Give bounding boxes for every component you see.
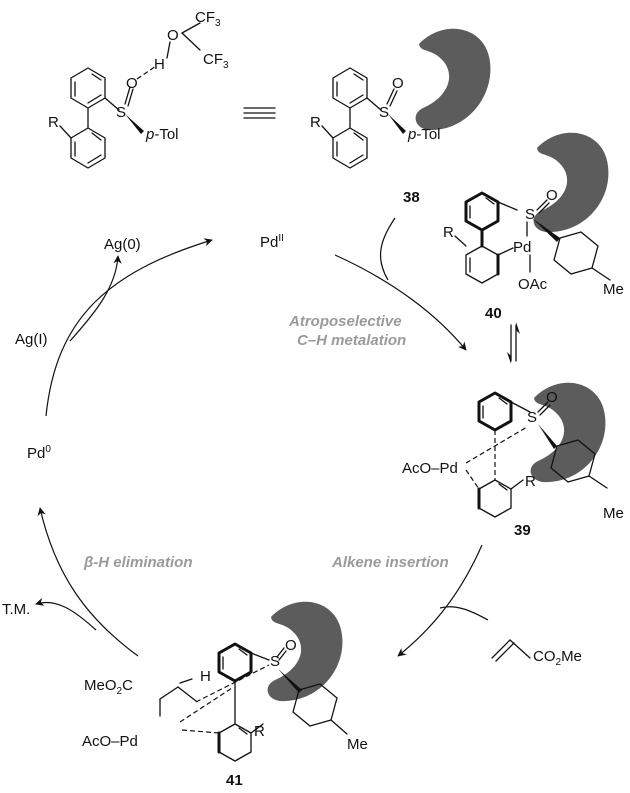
sulfur-40: S bbox=[525, 206, 535, 223]
arrow-38-entry bbox=[380, 217, 396, 281]
cf3-label-top: CF3 bbox=[195, 9, 221, 29]
compound-41: S O MeO2C H AcO–Pd R Me 41 bbox=[82, 601, 368, 789]
compound-40: S O Pd OAc R Me 40 bbox=[443, 132, 624, 322]
r-group-label-41: R bbox=[254, 723, 265, 740]
p-tolyl-label-38: p-Tol bbox=[407, 126, 441, 143]
arrow-acrylate-entry bbox=[439, 606, 489, 621]
step-label-insertion: Alkene insertion bbox=[331, 554, 449, 571]
step-label-elimination: β-H elimination bbox=[83, 554, 192, 571]
p-tolyl-label-a: p-Tol bbox=[145, 126, 179, 143]
acetoxy-palladium-39: AcO–Pd bbox=[402, 460, 458, 477]
chiral-crescent-41 bbox=[267, 601, 343, 702]
hfip-sulfoxide-complex: CF3 CF3 O H O S p-Tol R bbox=[48, 9, 229, 169]
stereo-wedge-38 bbox=[388, 114, 406, 134]
biaryl-ring-upper-41 bbox=[217, 642, 253, 683]
arrow-metalation bbox=[334, 254, 467, 351]
target-molecule-label: T.M. bbox=[2, 601, 30, 618]
biaryl-ring-upper-39 bbox=[477, 391, 513, 432]
sulfur-39: S bbox=[527, 409, 537, 426]
r-group-label-39: R bbox=[525, 473, 536, 490]
sulfur-41: S bbox=[270, 653, 280, 670]
acetate-40: OAc bbox=[518, 276, 548, 293]
methyl-label-41: Me bbox=[347, 736, 368, 753]
stereo-wedge-39 bbox=[538, 424, 557, 449]
cycle-arrows bbox=[35, 217, 489, 657]
biaryl-ring-lower-38 bbox=[332, 127, 368, 169]
hydrogen-label-41: H bbox=[200, 668, 211, 685]
acrylate-ester-label: CO2Me bbox=[533, 648, 582, 668]
step-label-metalation-1: Atroposelective bbox=[288, 313, 402, 330]
biaryl-ring-lower-40 bbox=[465, 245, 499, 284]
arrow-reoxidation bbox=[45, 238, 213, 417]
chiral-crescent-39 bbox=[530, 382, 606, 483]
arrow-insertion bbox=[397, 544, 483, 657]
chiral-crescent-38 bbox=[415, 28, 491, 131]
acetoxy-palladium-41: AcO–Pd bbox=[82, 733, 138, 750]
methyl-label-40: Me bbox=[603, 281, 624, 298]
chiral-crescent-40 bbox=[533, 132, 609, 233]
oxygen-40: O bbox=[546, 187, 558, 204]
arrow-silver bbox=[69, 255, 122, 342]
r-group-label-38: R bbox=[310, 114, 321, 131]
compound-number-38: 38 bbox=[403, 189, 420, 206]
tolyl-ring-40 bbox=[553, 231, 599, 275]
r-group-label-40: R bbox=[443, 224, 454, 241]
biaryl-ring-lower-41 bbox=[218, 723, 252, 762]
biaryl-ring-upper-40 bbox=[464, 191, 500, 232]
sulfoxide-oxygen-38: O bbox=[392, 75, 404, 92]
sulfur-38: S bbox=[379, 104, 389, 121]
biaryl-ring-upper-38 bbox=[332, 67, 368, 109]
arrow-tm-exit bbox=[35, 597, 97, 631]
silver-zero-label: Ag(0) bbox=[104, 236, 141, 253]
compound-38: O S p-Tol R 38 bbox=[310, 28, 491, 206]
oxygen-41: O bbox=[285, 637, 297, 654]
biaryl-ring-lower-a bbox=[70, 127, 106, 169]
step-label-metalation-2: C–H metalation bbox=[297, 332, 406, 349]
stereo-wedge-40 bbox=[532, 218, 560, 242]
sulfoxide-oxygen-label: O bbox=[126, 75, 138, 92]
compound-number-40: 40 bbox=[485, 305, 502, 322]
alcohol-oxygen-label: O bbox=[167, 27, 179, 44]
oxygen-39: O bbox=[546, 389, 558, 406]
arrow-elimination bbox=[37, 507, 139, 657]
stereo-wedge-a bbox=[125, 114, 144, 134]
r-group-label-a: R bbox=[48, 114, 59, 131]
sulfur-label: S bbox=[116, 104, 126, 121]
equivalence-sign bbox=[243, 107, 276, 119]
compound-number-41: 41 bbox=[226, 772, 243, 789]
cf3-label-bottom: CF3 bbox=[203, 51, 229, 71]
stereo-wedge-41 bbox=[278, 669, 302, 693]
compound-number-39: 39 bbox=[514, 522, 531, 539]
biaryl-ring-lower-39 bbox=[478, 479, 512, 518]
alcohol-hydrogen-label: H bbox=[154, 56, 165, 73]
methyl-label-39: Me bbox=[603, 505, 624, 522]
palladium-ii-label: PdII bbox=[260, 233, 284, 251]
palladium-zero-label: Pd0 bbox=[27, 444, 51, 462]
ester-label-41: MeO2C bbox=[84, 677, 133, 697]
biaryl-ring-upper-a bbox=[70, 67, 106, 109]
methyl-acrylate: CO2Me bbox=[491, 639, 582, 668]
equilibrium-arrows bbox=[507, 322, 520, 364]
silver-one-label: Ag(I) bbox=[15, 331, 48, 348]
compound-39: S O AcO–Pd R Me 39 bbox=[402, 382, 624, 539]
palladium-40: Pd bbox=[513, 239, 531, 256]
